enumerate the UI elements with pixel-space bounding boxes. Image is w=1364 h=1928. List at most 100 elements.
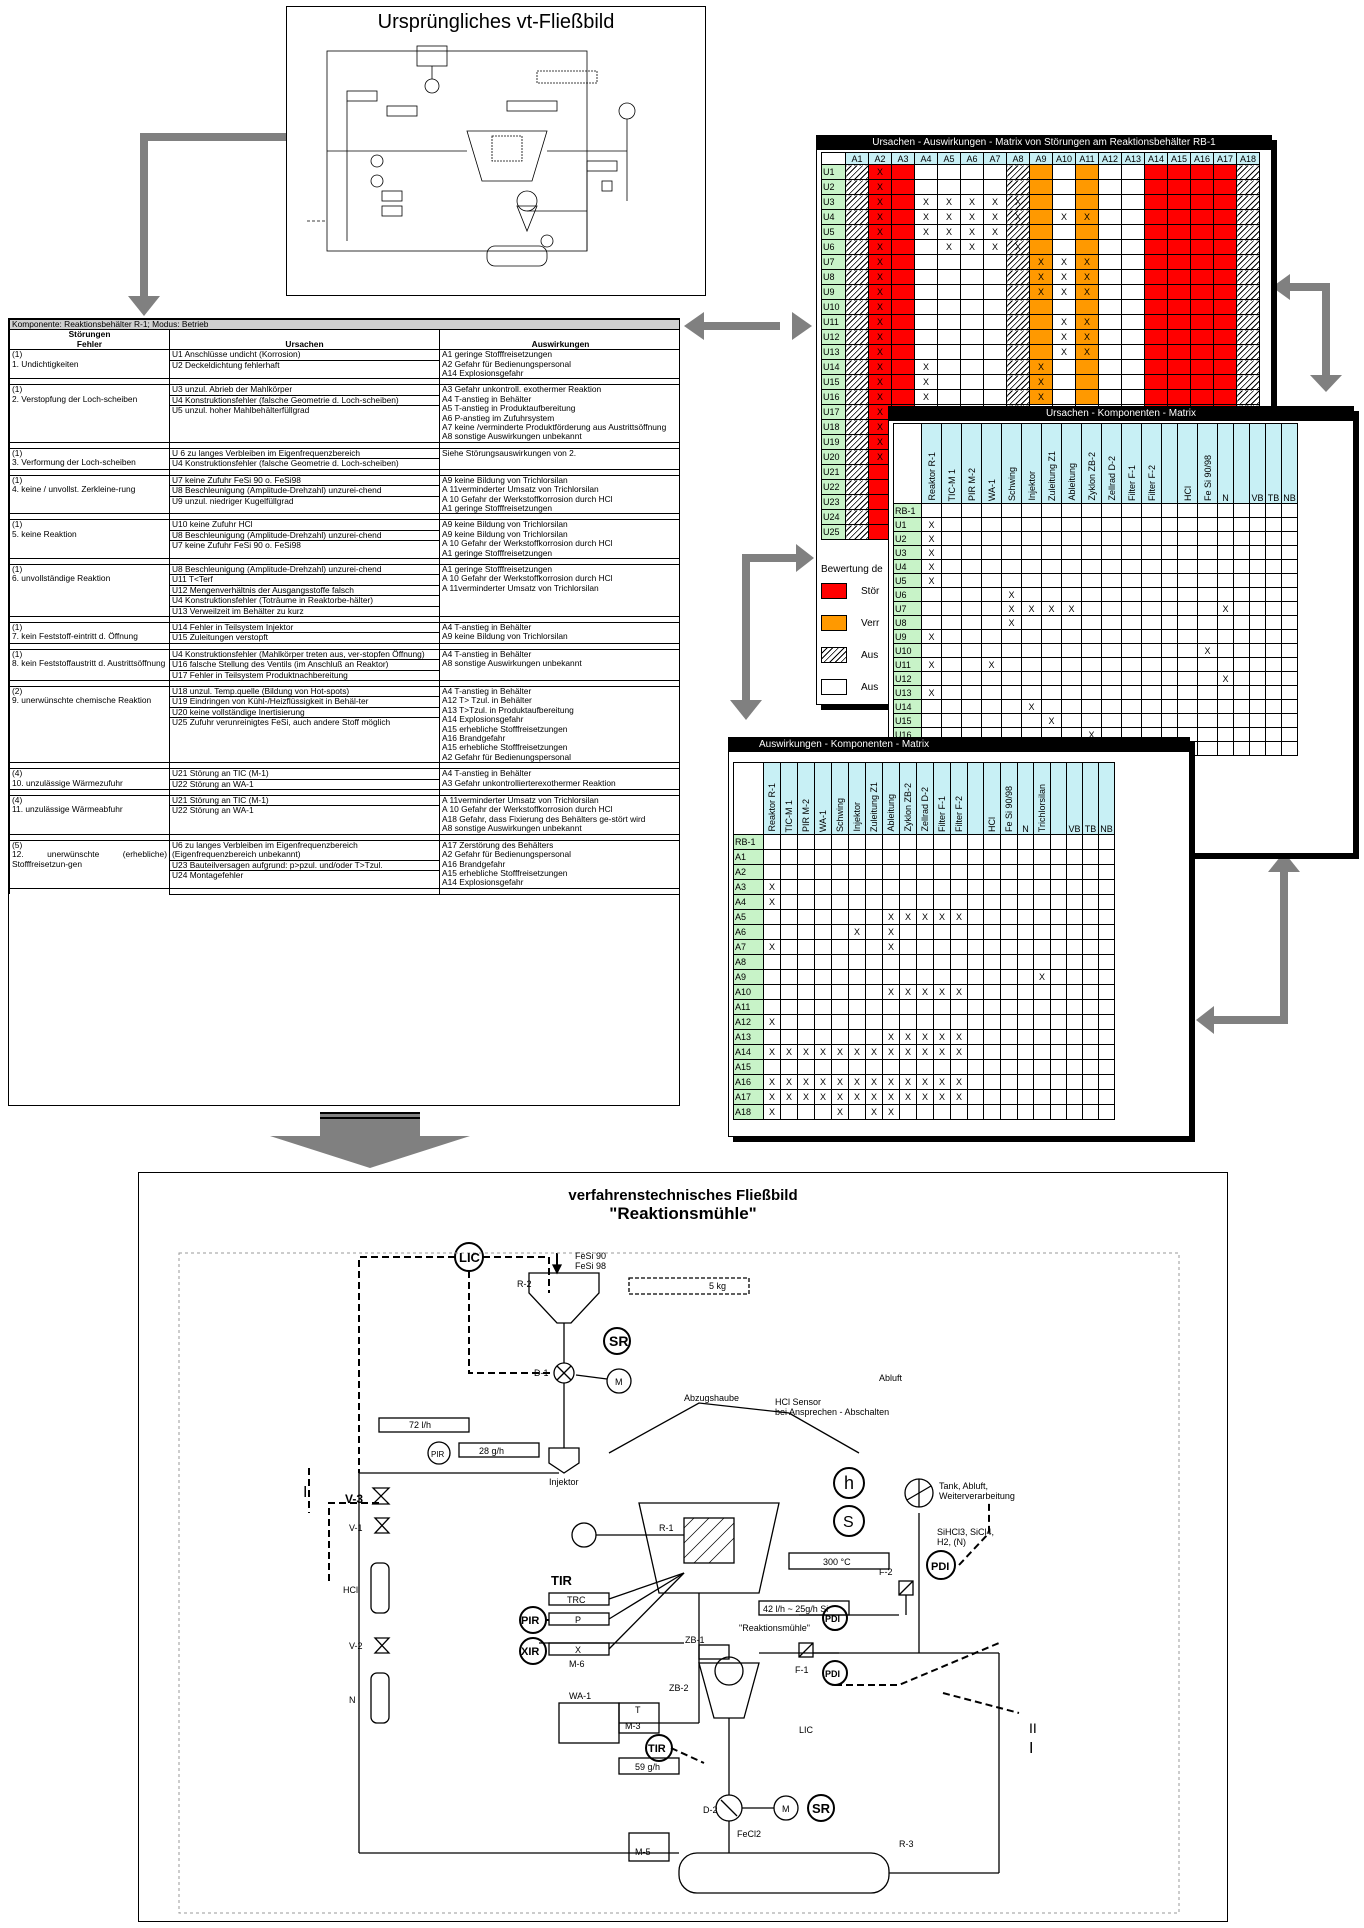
ak-cell: X — [883, 985, 900, 1000]
uk-cell — [1002, 532, 1022, 546]
matrix-ua-title: Ursachen - Auswirkungen - Matrix von Stö… — [817, 136, 1271, 150]
legend-orange-swatch — [821, 615, 847, 631]
ak-cell — [1083, 940, 1099, 955]
ak-cell — [1099, 1015, 1115, 1030]
uk-cell — [1082, 630, 1102, 644]
ua-cell — [1145, 300, 1168, 315]
ua-row-header: U20 — [822, 450, 846, 465]
ua-cell — [984, 300, 1007, 315]
label-lic: LIC — [459, 1250, 481, 1265]
box-wa1 — [559, 1703, 619, 1743]
label-h: h — [844, 1473, 854, 1493]
ua-cell: X — [961, 225, 984, 240]
ak-cell — [1067, 1030, 1083, 1045]
ua-cell: X — [938, 225, 961, 240]
uk-cell — [1062, 546, 1082, 560]
ua-cell — [915, 315, 938, 330]
ak-cell — [832, 1030, 849, 1045]
uk-cell — [1178, 504, 1198, 518]
uk-cell — [1162, 672, 1178, 686]
ak-cell: X — [951, 1045, 968, 1060]
ua-cell — [1122, 360, 1145, 375]
ua-cell — [1099, 255, 1122, 270]
ua-cell — [1099, 330, 1122, 345]
ak-cell — [968, 925, 984, 940]
auswirkung-item: A14 Explosionsgefahr — [442, 369, 679, 378]
uk-cell — [1198, 518, 1218, 532]
ua-cell: X — [1007, 210, 1030, 225]
uk-cell — [1102, 504, 1122, 518]
ua-cell — [1168, 375, 1191, 390]
uk-cell — [1234, 658, 1250, 672]
ua-cell — [961, 270, 984, 285]
ak-cell — [1083, 895, 1099, 910]
ua-row-header: U1 — [822, 165, 846, 180]
uk-cell — [1282, 742, 1298, 756]
uk-col-header: N — [1218, 424, 1234, 504]
ak-cell — [968, 1015, 984, 1030]
ua-cell — [984, 390, 1007, 405]
ak-cell — [849, 850, 866, 865]
ua-cell — [892, 285, 915, 300]
uk-cell — [922, 714, 942, 728]
ak-col-header: Schwing — [832, 763, 849, 835]
ua-cell — [1030, 165, 1053, 180]
ursache-item: U22 Störung an WA-1 — [170, 780, 439, 789]
uk-cell — [1198, 728, 1218, 742]
ak-cell: X — [832, 1090, 849, 1105]
fault-auswirkungen-cell: A9 keine Bildung von TrichlorsilanA9 kei… — [440, 520, 681, 559]
uk-cell — [1042, 630, 1062, 644]
uk-cell — [1142, 672, 1162, 686]
ua-cell: X — [938, 240, 961, 255]
uk-cell — [1218, 686, 1234, 700]
ak-cell — [1099, 925, 1115, 940]
label-r1: R-1 — [659, 1523, 674, 1533]
ua-cell — [1214, 360, 1237, 375]
uk-cell — [942, 700, 962, 714]
ua-cell: X — [869, 225, 892, 240]
fault-row: (2) 9. unerwünschte chemische ReaktionU1… — [10, 687, 681, 763]
ua-cell — [1122, 255, 1145, 270]
ak-row-header: A10 — [734, 985, 764, 1000]
label-v1: V-1 — [349, 1523, 363, 1533]
ak-cell: X — [832, 1075, 849, 1090]
uk-cell — [1082, 658, 1102, 672]
ua-cell — [1076, 225, 1099, 240]
ak-cell — [1067, 1105, 1083, 1120]
ak-cell — [1018, 970, 1034, 985]
ak-cell: X — [832, 1105, 849, 1120]
ua-cell — [1099, 240, 1122, 255]
uk-cell — [1042, 574, 1062, 588]
uk-cell — [1082, 532, 1102, 546]
ak-row-header: A12 — [734, 1015, 764, 1030]
ua-cell — [938, 330, 961, 345]
hopper-r2 — [529, 1273, 599, 1323]
ua-cell — [892, 195, 915, 210]
auswirkung-item: Siehe Störungsauswirkungen von 2. — [442, 449, 679, 458]
uk-cell — [1178, 532, 1198, 546]
uk-cell — [1122, 560, 1142, 574]
uk-cell — [1234, 504, 1250, 518]
ak-cell — [1099, 1075, 1115, 1090]
ua-cell — [1007, 165, 1030, 180]
uk-cell — [1142, 658, 1162, 672]
ua-cell — [1214, 195, 1237, 210]
ua-col-header: A10 — [1053, 153, 1076, 165]
ak-cell — [984, 925, 1001, 940]
uk-cell — [1162, 700, 1178, 714]
ak-cell — [1051, 1060, 1067, 1075]
uk-cell — [1082, 672, 1102, 686]
uk-cell — [1250, 518, 1266, 532]
uk-cell — [1122, 644, 1142, 658]
ua-row-header: U19 — [822, 435, 846, 450]
ak-cell — [883, 895, 900, 910]
ak-col-header: Trichlorsilan — [1034, 763, 1051, 835]
ua-cell: X — [869, 285, 892, 300]
ua-cell — [915, 255, 938, 270]
legend-white-label: Aus — [861, 682, 878, 693]
ua-cell — [1191, 315, 1214, 330]
uk-cell — [942, 714, 962, 728]
uk-col-header: WA-1 — [982, 424, 1002, 504]
uk-cell — [1266, 616, 1282, 630]
uk-cell — [1142, 700, 1162, 714]
